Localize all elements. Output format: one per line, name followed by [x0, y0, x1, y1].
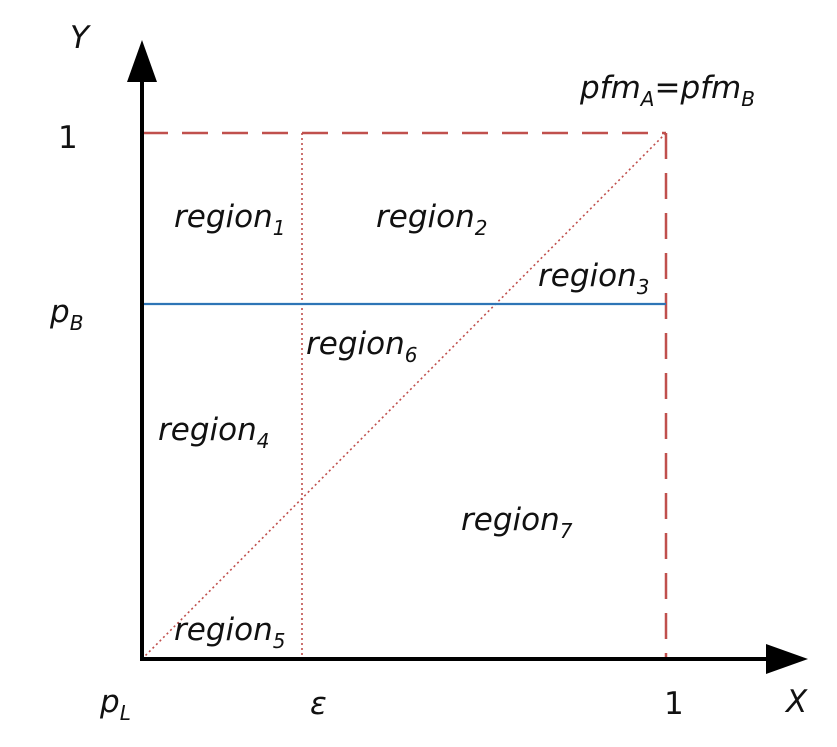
y-axis-label: Y — [70, 20, 91, 56]
origin-label: pL — [99, 684, 131, 725]
region-5-main: region — [174, 612, 273, 648]
region-6-sub: 6 — [405, 343, 418, 367]
region-6-main: region — [306, 326, 405, 362]
origin-label-main: p — [99, 684, 120, 720]
region-5-label: region5 — [174, 612, 285, 653]
y-tick-pb-sub: B — [70, 311, 84, 335]
x-axis-label: X — [784, 684, 808, 720]
region-2-sub: 2 — [475, 216, 488, 240]
region-3-main: region — [538, 258, 637, 294]
diagonal-label: pfmA=pfmB — [579, 70, 755, 111]
region-7-label: region7 — [461, 502, 573, 543]
region-7-main: region — [461, 502, 560, 538]
region-1-sub: 1 — [273, 216, 286, 240]
region-3-sub: 3 — [637, 275, 650, 299]
diagonal-label-left-sub: A — [639, 87, 655, 111]
region-4-label: region4 — [158, 412, 269, 453]
region-6-label: region6 — [306, 326, 417, 367]
y-tick-pb-main: p — [49, 294, 70, 330]
region-5-sub: 5 — [273, 629, 286, 653]
region-1-main: region — [174, 199, 273, 235]
diagonal-label-right-main: pfm — [679, 70, 741, 106]
y-tick-one: 1 — [58, 120, 78, 156]
origin-label-sub: L — [120, 701, 131, 725]
region-1-label: region1 — [174, 199, 285, 240]
region-7-sub: 7 — [560, 519, 573, 543]
x-tick-epsilon: ε — [310, 686, 327, 722]
y-axis-arrow-icon — [127, 40, 157, 82]
region-2-label: region2 — [376, 199, 487, 240]
x-tick-one: 1 — [664, 686, 684, 722]
region-4-main: region — [158, 412, 257, 448]
region-3-label: region3 — [538, 258, 649, 299]
y-tick-pb: pB — [49, 294, 83, 335]
diagonal-label-right-sub: B — [741, 87, 755, 111]
region-4-sub: 4 — [257, 429, 270, 453]
diagonal-label-left-main: pfm — [579, 70, 641, 106]
region-2-main: region — [376, 199, 475, 235]
x-axis-arrow-icon — [766, 644, 808, 674]
diagonal-label-equals: = — [654, 70, 680, 106]
dotted-diagonal-pfm — [141, 132, 667, 660]
